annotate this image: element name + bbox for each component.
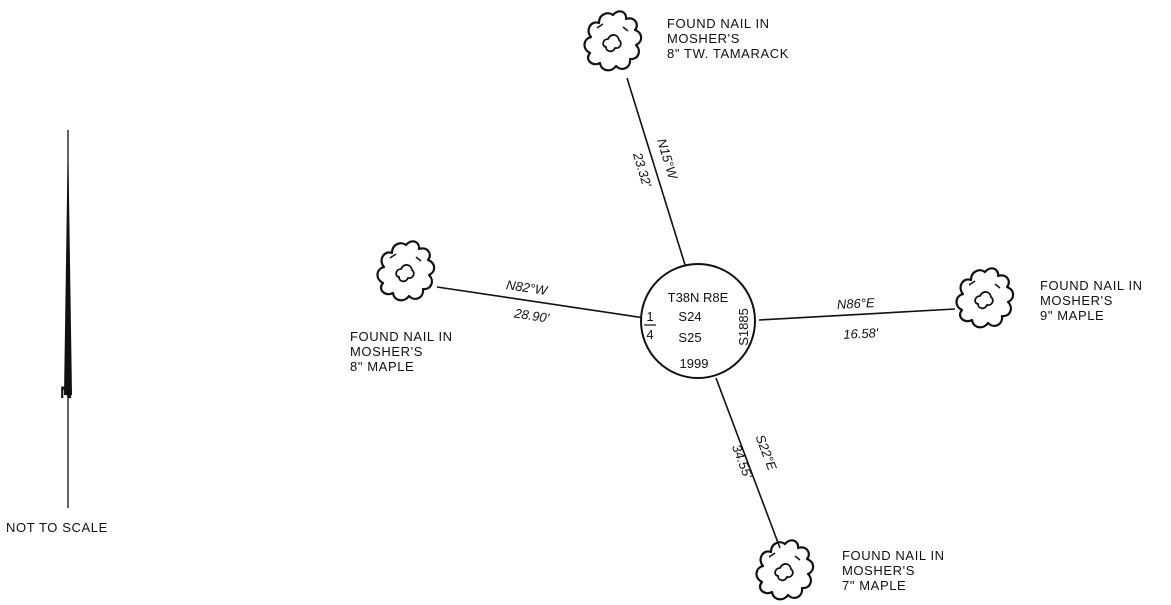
section-corner-monument: T38N R8E 1 4 S24 S25 S1885 1999 <box>640 263 756 379</box>
tie-lines <box>436 77 956 549</box>
tie-line-north <box>626 77 687 269</box>
tie-line-west <box>436 286 646 319</box>
tie-east: N86°E 16.58' FOUND NAIL IN MOSHER'S 9" M… <box>837 267 1143 342</box>
distance-label: 34.55' <box>729 442 756 481</box>
tree-label-line3: 8" MAPLE <box>350 359 414 374</box>
not-to-scale-note: NOT TO SCALE <box>6 520 108 535</box>
tree-icon <box>583 10 643 72</box>
tie-north: N15°W 23.32' FOUND NAIL IN MOSHER'S 8" T… <box>583 10 789 189</box>
bearing-label: S22°E <box>753 432 780 472</box>
tree-label-line2: MOSHER'S <box>842 563 915 578</box>
distance-label: 16.58' <box>843 325 879 342</box>
section-upper-label: S24 <box>678 309 701 324</box>
north-arrow-icon: N <box>60 130 72 508</box>
tree-label-line2: MOSHER'S <box>1040 293 1113 308</box>
section-lower-label: S25 <box>678 330 701 345</box>
monument-side-label: S1885 <box>736 308 751 346</box>
fraction-denominator: 4 <box>646 327 653 342</box>
tree-label-line3: 7" MAPLE <box>842 578 906 593</box>
tie-line-south <box>715 377 781 549</box>
bearing-label: N15°W <box>654 137 681 183</box>
tree-label-line2: MOSHER'S <box>667 31 740 46</box>
tree-label-line2: MOSHER'S <box>350 344 423 359</box>
tree-label-line1: FOUND NAIL IN <box>1040 278 1143 293</box>
tree-icon <box>376 240 436 302</box>
tree-label-line1: FOUND NAIL IN <box>350 329 453 344</box>
tree-icon <box>955 267 1015 329</box>
tree-label-line3: 9" MAPLE <box>1040 308 1104 323</box>
bearing-label: N82°W <box>505 277 550 298</box>
tree-label-line1: FOUND NAIL IN <box>842 548 945 563</box>
township-range-label: T38N R8E <box>668 290 729 305</box>
tie-west: N82°W 28.90' FOUND NAIL IN MOSHER'S 8" M… <box>350 240 551 374</box>
tie-line-east <box>758 308 956 321</box>
tree-label-line3: 8" TW. TAMARACK <box>667 46 789 61</box>
bearing-label: N86°E <box>837 295 876 312</box>
tree-label-line1: FOUND NAIL IN <box>667 16 770 31</box>
distance-label: 28.90' <box>512 305 550 325</box>
tie-south: S22°E 34.55' FOUND NAIL IN MOSHER'S 7" M… <box>729 432 945 601</box>
svg-text:N: N <box>60 383 72 402</box>
fraction-numerator: 1 <box>646 309 653 324</box>
tree-icon <box>755 539 815 601</box>
monument-year-label: 1999 <box>680 356 709 371</box>
